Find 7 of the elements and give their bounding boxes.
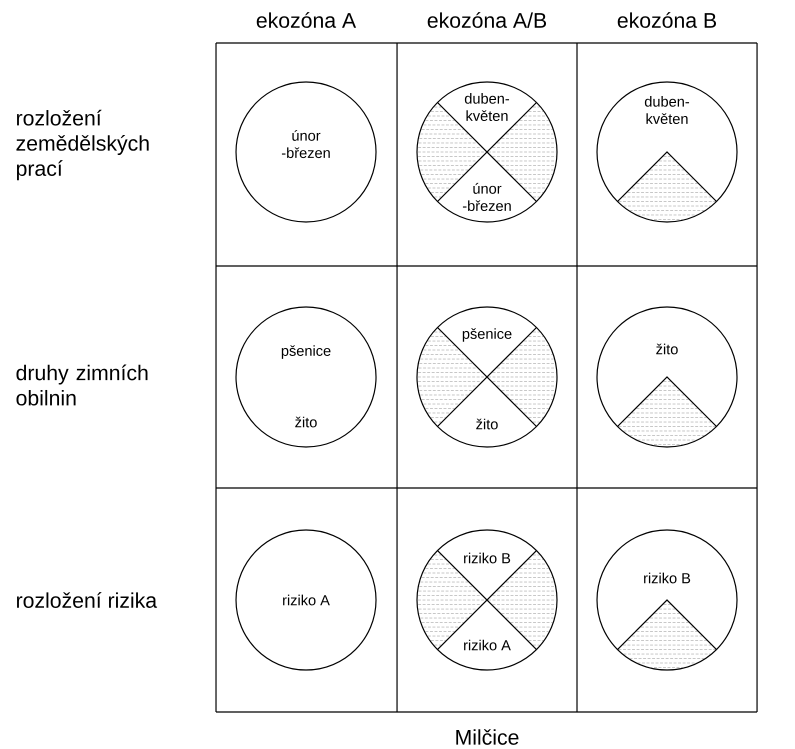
caption-text: Milčice — [456, 729, 518, 745]
row-heading: druhy zimních obilnin — [16, 364, 148, 406]
row-heading: rozložení zemědělských prací — [16, 110, 149, 180]
column-heading: ekozóna B — [618, 12, 716, 28]
column-heading: ekozóna A/B — [428, 12, 546, 28]
row-heading: rozložení rizika — [17, 592, 158, 608]
column-heading: ekozóna A — [256, 12, 356, 28]
